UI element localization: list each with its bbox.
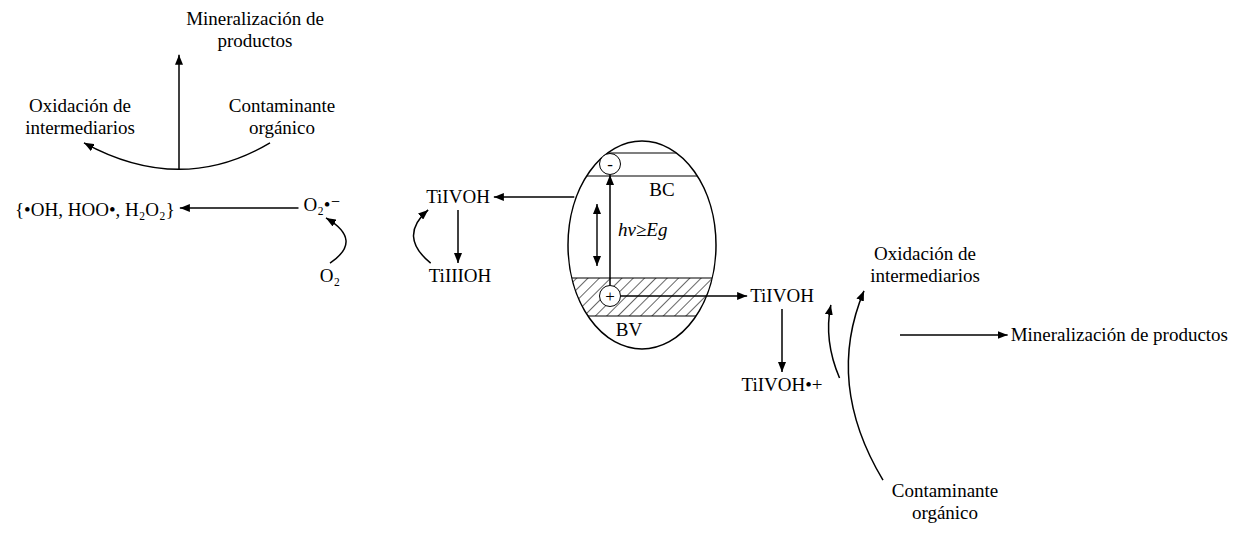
species-label: Mineralización de productos bbox=[1008, 322, 1231, 348]
species-label: TiIIIOH bbox=[426, 263, 495, 289]
species-text: {•OH, HOO•, H₂O₂} bbox=[15, 199, 175, 221]
species-label: TiIVOH bbox=[423, 184, 493, 210]
species-label: TiIVOH bbox=[747, 283, 817, 309]
reaction-arrow bbox=[494, 196, 574, 198]
species-label: Mineralización de productos bbox=[170, 6, 340, 54]
reaction-arrow bbox=[180, 207, 299, 209]
band-lines bbox=[567, 153, 717, 316]
reaction-arrow bbox=[609, 175, 611, 285]
species-text: Mineralización de productos bbox=[1011, 324, 1228, 346]
species-text: O₂•⁻ bbox=[303, 194, 340, 216]
reaction-arrow bbox=[178, 55, 180, 170]
tio2-particle: BC BV - + bbox=[567, 140, 717, 350]
edge-label: hv≥Eg bbox=[618, 219, 667, 241]
edge-group bbox=[84, 55, 1008, 480]
species-label: O₂ bbox=[317, 263, 343, 289]
reaction-arrow bbox=[900, 334, 1008, 336]
species-text: TiIIIOH bbox=[429, 265, 492, 287]
species-text: TiIVOH bbox=[426, 186, 490, 208]
band-label: BV bbox=[616, 319, 642, 341]
species-text: Contaminante orgánico bbox=[215, 95, 349, 139]
reaction-arrow bbox=[781, 309, 783, 372]
species-text: Mineralización de productos bbox=[173, 8, 337, 52]
electron-circle: - bbox=[599, 153, 621, 175]
band-line bbox=[567, 152, 717, 153]
band-label: BC bbox=[649, 179, 674, 201]
species-text: TiIVOH•+ bbox=[741, 374, 822, 396]
charge-sign: + bbox=[605, 288, 615, 305]
species-text: Oxidación de intermediarios bbox=[8, 95, 152, 139]
band-line bbox=[567, 175, 717, 176]
reaction-arrow bbox=[457, 210, 459, 263]
reaction-arrow bbox=[84, 143, 270, 170]
reaction-arrow bbox=[848, 291, 883, 480]
band-gap-arrow bbox=[596, 204, 597, 266]
hole-circle: + bbox=[599, 285, 621, 307]
species-text: Contaminante orgánico bbox=[878, 480, 1012, 524]
band-line bbox=[567, 315, 717, 316]
charge-sign: - bbox=[607, 156, 613, 173]
species-text: Oxidación de intermediarios bbox=[853, 243, 997, 287]
valence-hatch bbox=[567, 278, 717, 316]
particle-outline bbox=[567, 140, 717, 350]
species-text: O₂ bbox=[320, 265, 340, 287]
species-label: TiIVOH•+ bbox=[738, 372, 825, 398]
particle-ellipse bbox=[568, 141, 716, 349]
species-label: Oxidación de intermediarios bbox=[5, 93, 155, 141]
reaction-arrow bbox=[326, 218, 346, 263]
reaction-arrow bbox=[414, 210, 431, 263]
species-label: Oxidación de intermediarios bbox=[850, 241, 1000, 289]
species-label: {•OH, HOO•, H₂O₂} bbox=[12, 197, 178, 223]
species-label: Contaminante orgánico bbox=[212, 93, 352, 141]
species-text: TiIVOH bbox=[750, 285, 814, 307]
species-label: Contaminante orgánico bbox=[875, 478, 1015, 526]
reaction-arrow bbox=[829, 305, 840, 378]
species-label: O₂•⁻ bbox=[300, 192, 343, 218]
